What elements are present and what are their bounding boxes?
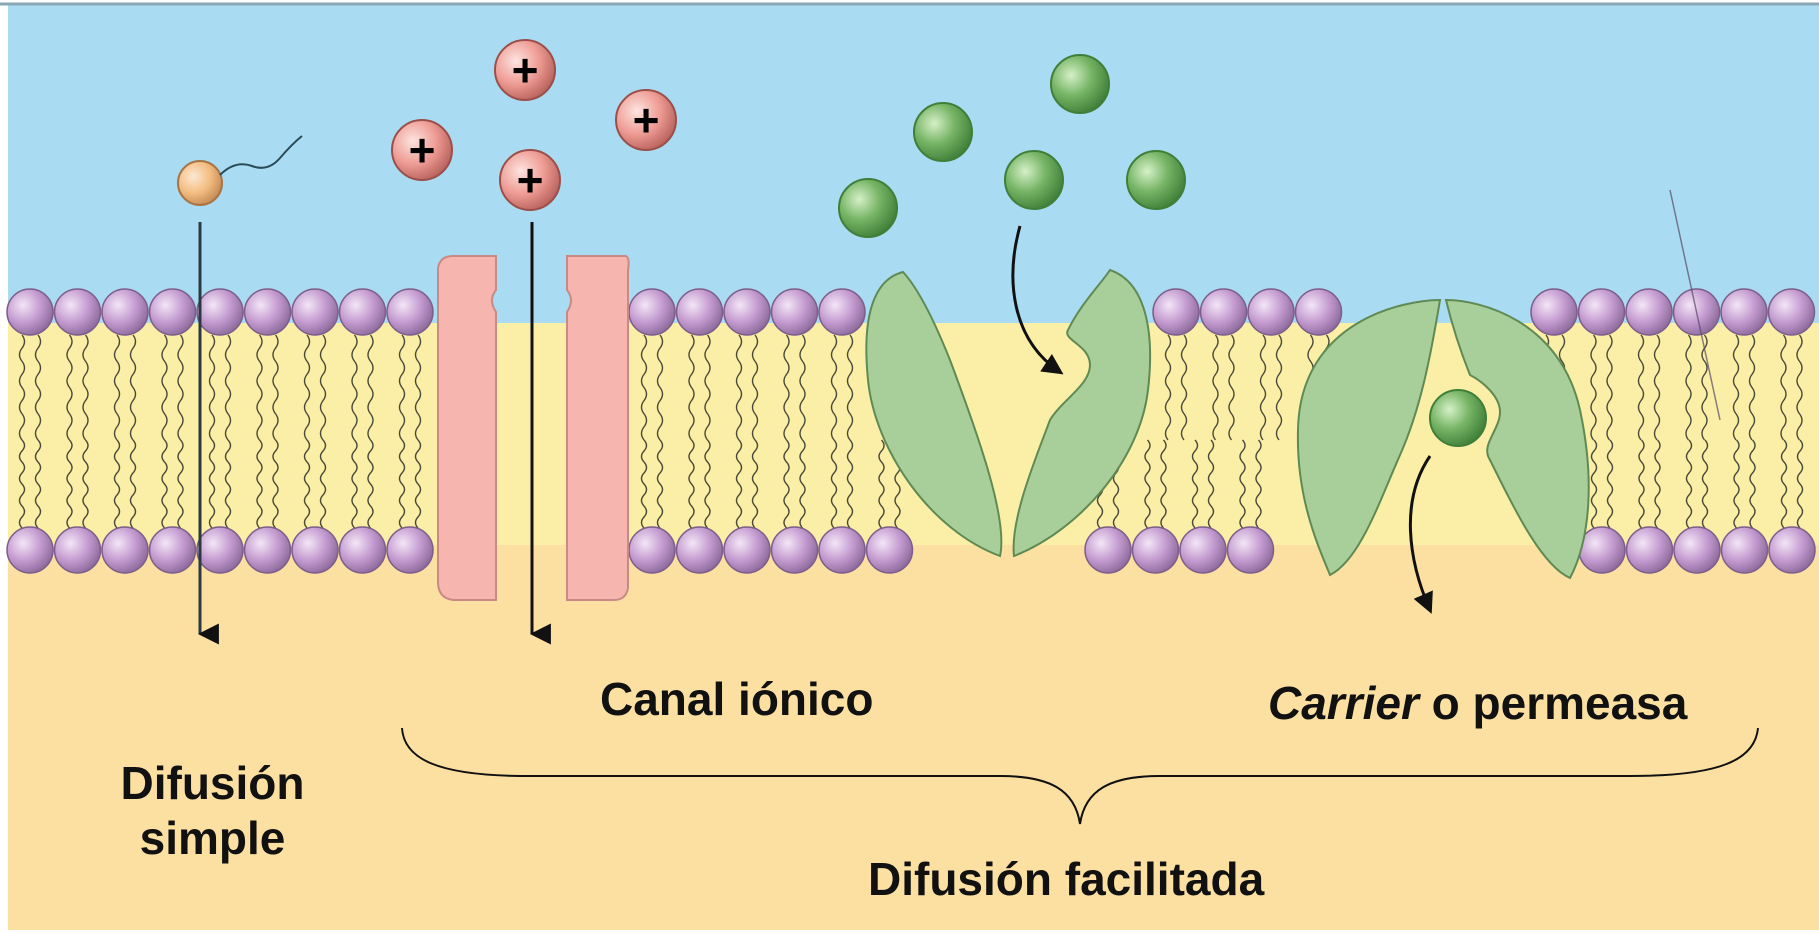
phospholipid-head [677,289,723,335]
phospholipid-head [150,527,196,573]
phospholipid-head [819,527,865,573]
ion-channel-label: Canal iónico [600,672,873,727]
phospholipid-head [1531,289,1577,335]
phospholipid-head [819,289,865,335]
phospholipid-head [1627,527,1673,573]
simple-diffusion-label: Difusión simple [95,756,330,866]
phospholipid-head [629,527,675,573]
phospholipid-head [1769,289,1815,335]
phospholipid-head [245,527,291,573]
phospholipid-head [197,289,243,335]
carrier-label: Carrier o permeasa [1268,676,1687,731]
phospholipid-head [150,289,196,335]
phospholipid-head [1579,289,1625,335]
solute-molecule [1051,55,1109,113]
phospholipid-head [1769,527,1815,573]
phospholipid-head [772,527,818,573]
phospholipid-head [55,289,101,335]
phospholipid-head [7,527,53,573]
solute-molecule [1005,151,1063,209]
phospholipid-head [387,289,433,335]
phospholipid-head [340,289,386,335]
facilitated-diffusion-label: Difusión facilitada [868,852,1264,907]
carrier-label-rest: o permeasa [1419,677,1687,729]
phospholipid-head [1248,289,1294,335]
phospholipid-head [7,289,53,335]
phospholipid-head [1721,289,1767,335]
phospholipid-head [1722,527,1768,573]
extracellular-space [8,5,1819,323]
phospholipid-head [724,289,770,335]
ion: + [392,120,452,180]
carrier-label-italic: Carrier [1268,677,1419,729]
small-molecule [178,161,222,205]
ion-charge: + [517,154,544,206]
phospholipid-head [102,289,148,335]
solute-molecule [914,103,972,161]
phospholipid-head [102,527,148,573]
phospholipid-head [1228,527,1274,573]
phospholipid-head [772,289,818,335]
phospholipid-head [340,527,386,573]
phospholipid-head [1201,289,1247,335]
ion-charge: + [633,94,660,146]
phospholipid-head [387,527,433,573]
phospholipid-head [197,527,243,573]
ion-charge: + [409,124,436,176]
phospholipid-head [1085,527,1131,573]
ion-channel-right-subunit [567,256,629,600]
phospholipid-head [1579,527,1625,573]
ion: + [500,150,560,210]
phospholipid-head [1674,527,1720,573]
phospholipid-head [1296,289,1342,335]
ion-charge: + [512,44,539,96]
phospholipid-head [1153,289,1199,335]
phospholipid-head [867,527,913,573]
solute-molecule [839,179,897,237]
phospholipid-head [245,289,291,335]
phospholipid-head [292,527,338,573]
phospholipid-head [292,289,338,335]
phospholipid-head [1133,527,1179,573]
phospholipid-head [629,289,675,335]
ion-channel-left-subunit [438,256,496,600]
phospholipid-head [724,527,770,573]
bound-solute-molecule [1430,390,1486,446]
ion: + [495,40,555,100]
phospholipid-head [1180,527,1226,573]
phospholipid-head [1626,289,1672,335]
ion: + [616,90,676,150]
phospholipid-head [55,527,101,573]
solute-molecule [1127,151,1185,209]
phospholipid-head [677,527,723,573]
